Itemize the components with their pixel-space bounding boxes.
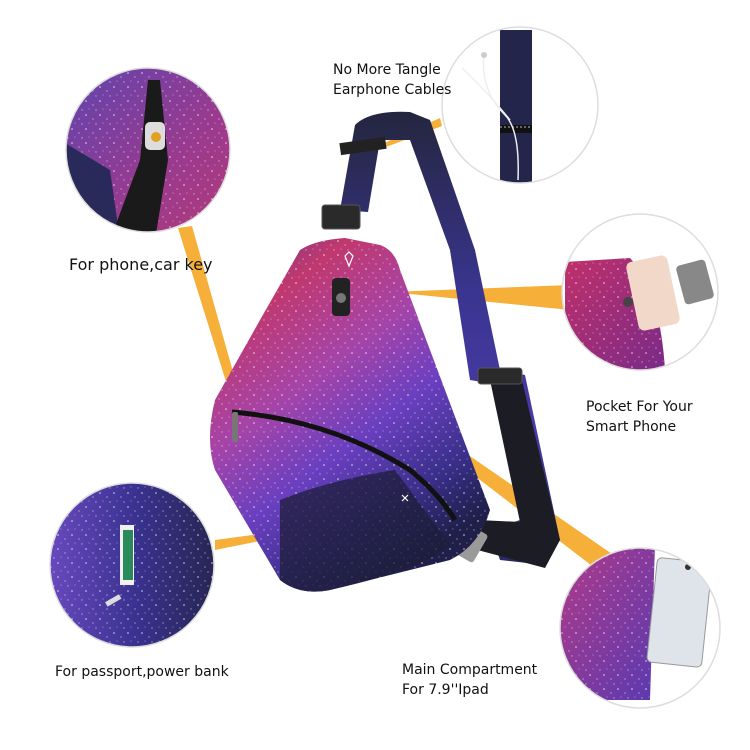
detail-circle-phone-key [66,68,230,232]
callout-line: Smart Phone [586,419,677,435]
callout-line: Pocket For Your [586,399,693,415]
detail-circle-ipad [560,548,720,708]
detail-circle-smart-phone [562,214,718,370]
callout-label-phone-key: For phone,car key [69,255,213,275]
bag-body [210,238,490,592]
callout-label-ipad: Main Compartment For 7.9''Ipad [402,660,537,700]
callout-line: For phone,car key [69,255,213,274]
detail-circle-earphone [442,27,598,183]
callout-line: Main Compartment [402,662,538,678]
bag-strap [321,111,560,568]
callout-label-passport: For passport,power bank [55,662,229,682]
callout-line: Earphone Cables [333,82,452,98]
callout-label-smart-phone: Pocket For Your Smart Phone [586,397,693,437]
callout-line: For passport,power bank [55,664,229,680]
detail-circle-passport [50,483,214,647]
callout-label-earphone: No More Tangle Earphone Cables [333,60,451,100]
callout-line: For 7.9''Ipad [402,682,489,698]
callout-line: No More Tangle [333,62,441,78]
